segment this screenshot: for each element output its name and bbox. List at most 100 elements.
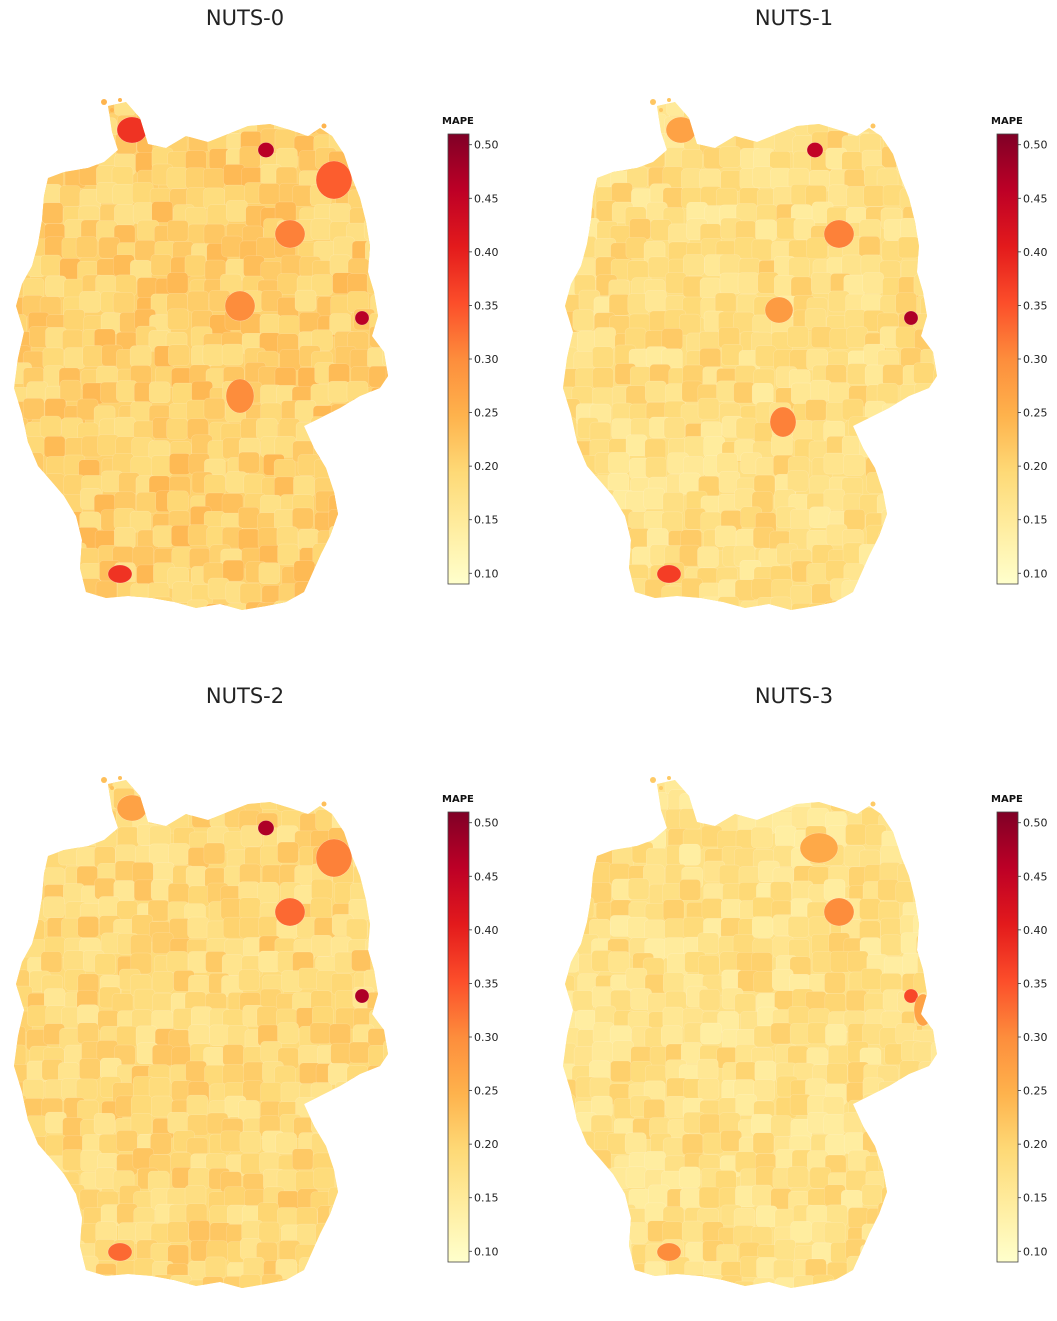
district-region [44,1243,66,1265]
district-region [14,526,27,549]
district-region [563,1094,576,1116]
district-region [901,544,923,566]
district-region [370,599,388,610]
district-region [136,599,158,610]
district-region [95,1263,117,1285]
colorbar-gradient [996,133,1019,585]
district-region [151,201,174,223]
district-region [563,202,579,224]
district-region [330,403,353,426]
district-region [14,1026,26,1048]
district-region [611,780,633,795]
district-region [563,921,577,944]
district-region [370,847,388,869]
district-region [719,254,741,276]
district-region [578,1166,600,1188]
district-region [753,780,776,792]
district-region [563,788,575,811]
district-region [563,937,577,960]
district-region [753,971,775,993]
district-region [382,260,388,282]
district-region [895,326,917,349]
district-region [14,1136,33,1159]
district-region [353,847,375,870]
district-region [571,530,593,552]
district-region [256,1006,279,1028]
district-region [592,1221,614,1243]
district-region [44,275,67,298]
district-region [864,400,887,423]
district-region [332,469,354,492]
district-region [383,206,388,228]
district-region [880,934,902,957]
district-region [563,187,582,210]
district-region [14,1191,27,1213]
district-region [843,454,865,476]
region-thueringen [225,378,255,414]
district-region [367,149,388,172]
region-berlin-brandenburg [274,897,306,927]
district-region [573,134,596,156]
district-region [79,790,102,813]
district-region [363,116,386,138]
district-region [188,130,211,152]
district-region [790,276,813,299]
district-region [858,780,881,797]
district-region [608,951,630,973]
district-region [774,130,796,153]
district-region [877,780,899,796]
district-region [186,1094,209,1117]
district-region [859,110,882,133]
island-region [101,99,107,105]
district-region [333,452,356,475]
district-region [384,1209,388,1232]
district-region [367,1208,388,1230]
district-region [327,1063,350,1085]
district-region [771,780,793,800]
district-region [14,257,30,279]
district-region [895,1184,918,1207]
district-region [740,780,762,798]
district-region [649,1279,671,1288]
district-region [666,102,688,116]
district-region [367,1184,388,1206]
district-region [23,919,45,941]
district-region [697,1078,720,1100]
district-region [574,1280,596,1288]
district-region [14,102,33,121]
region-lörrach [656,564,682,584]
district-region [882,473,905,495]
district-region [914,1153,937,1176]
district-region [369,326,388,348]
colorbar-scale: 0.100.150.200.250.300.350.400.450.50 [996,811,1048,1263]
district-region [335,1154,357,1177]
district-region [390,1172,411,1193]
district-region [920,218,937,241]
district-region [384,1148,388,1170]
colorbar-tick-label: 0.30 [474,353,499,366]
district-region [82,345,104,367]
district-region [370,387,388,409]
district-region [645,113,667,136]
district-region [203,168,225,190]
district-region [937,1130,958,1151]
district-region [384,584,388,607]
district-region [60,1225,83,1247]
district-region [130,934,152,957]
district-region [350,1243,373,1266]
colorbar-tick-label: 0.45 [474,870,499,883]
district-region [173,113,196,136]
district-region [607,826,630,848]
district-region [939,474,960,495]
district-region [310,1133,333,1155]
district-region [273,600,296,610]
district-region [563,114,579,137]
district-region [865,584,887,607]
district-region [149,794,171,817]
region-lörrach [107,1242,133,1262]
district-region [736,794,758,817]
district-region [563,1223,579,1246]
district-region [83,598,105,610]
district-region [24,867,47,890]
district-region [859,435,881,458]
